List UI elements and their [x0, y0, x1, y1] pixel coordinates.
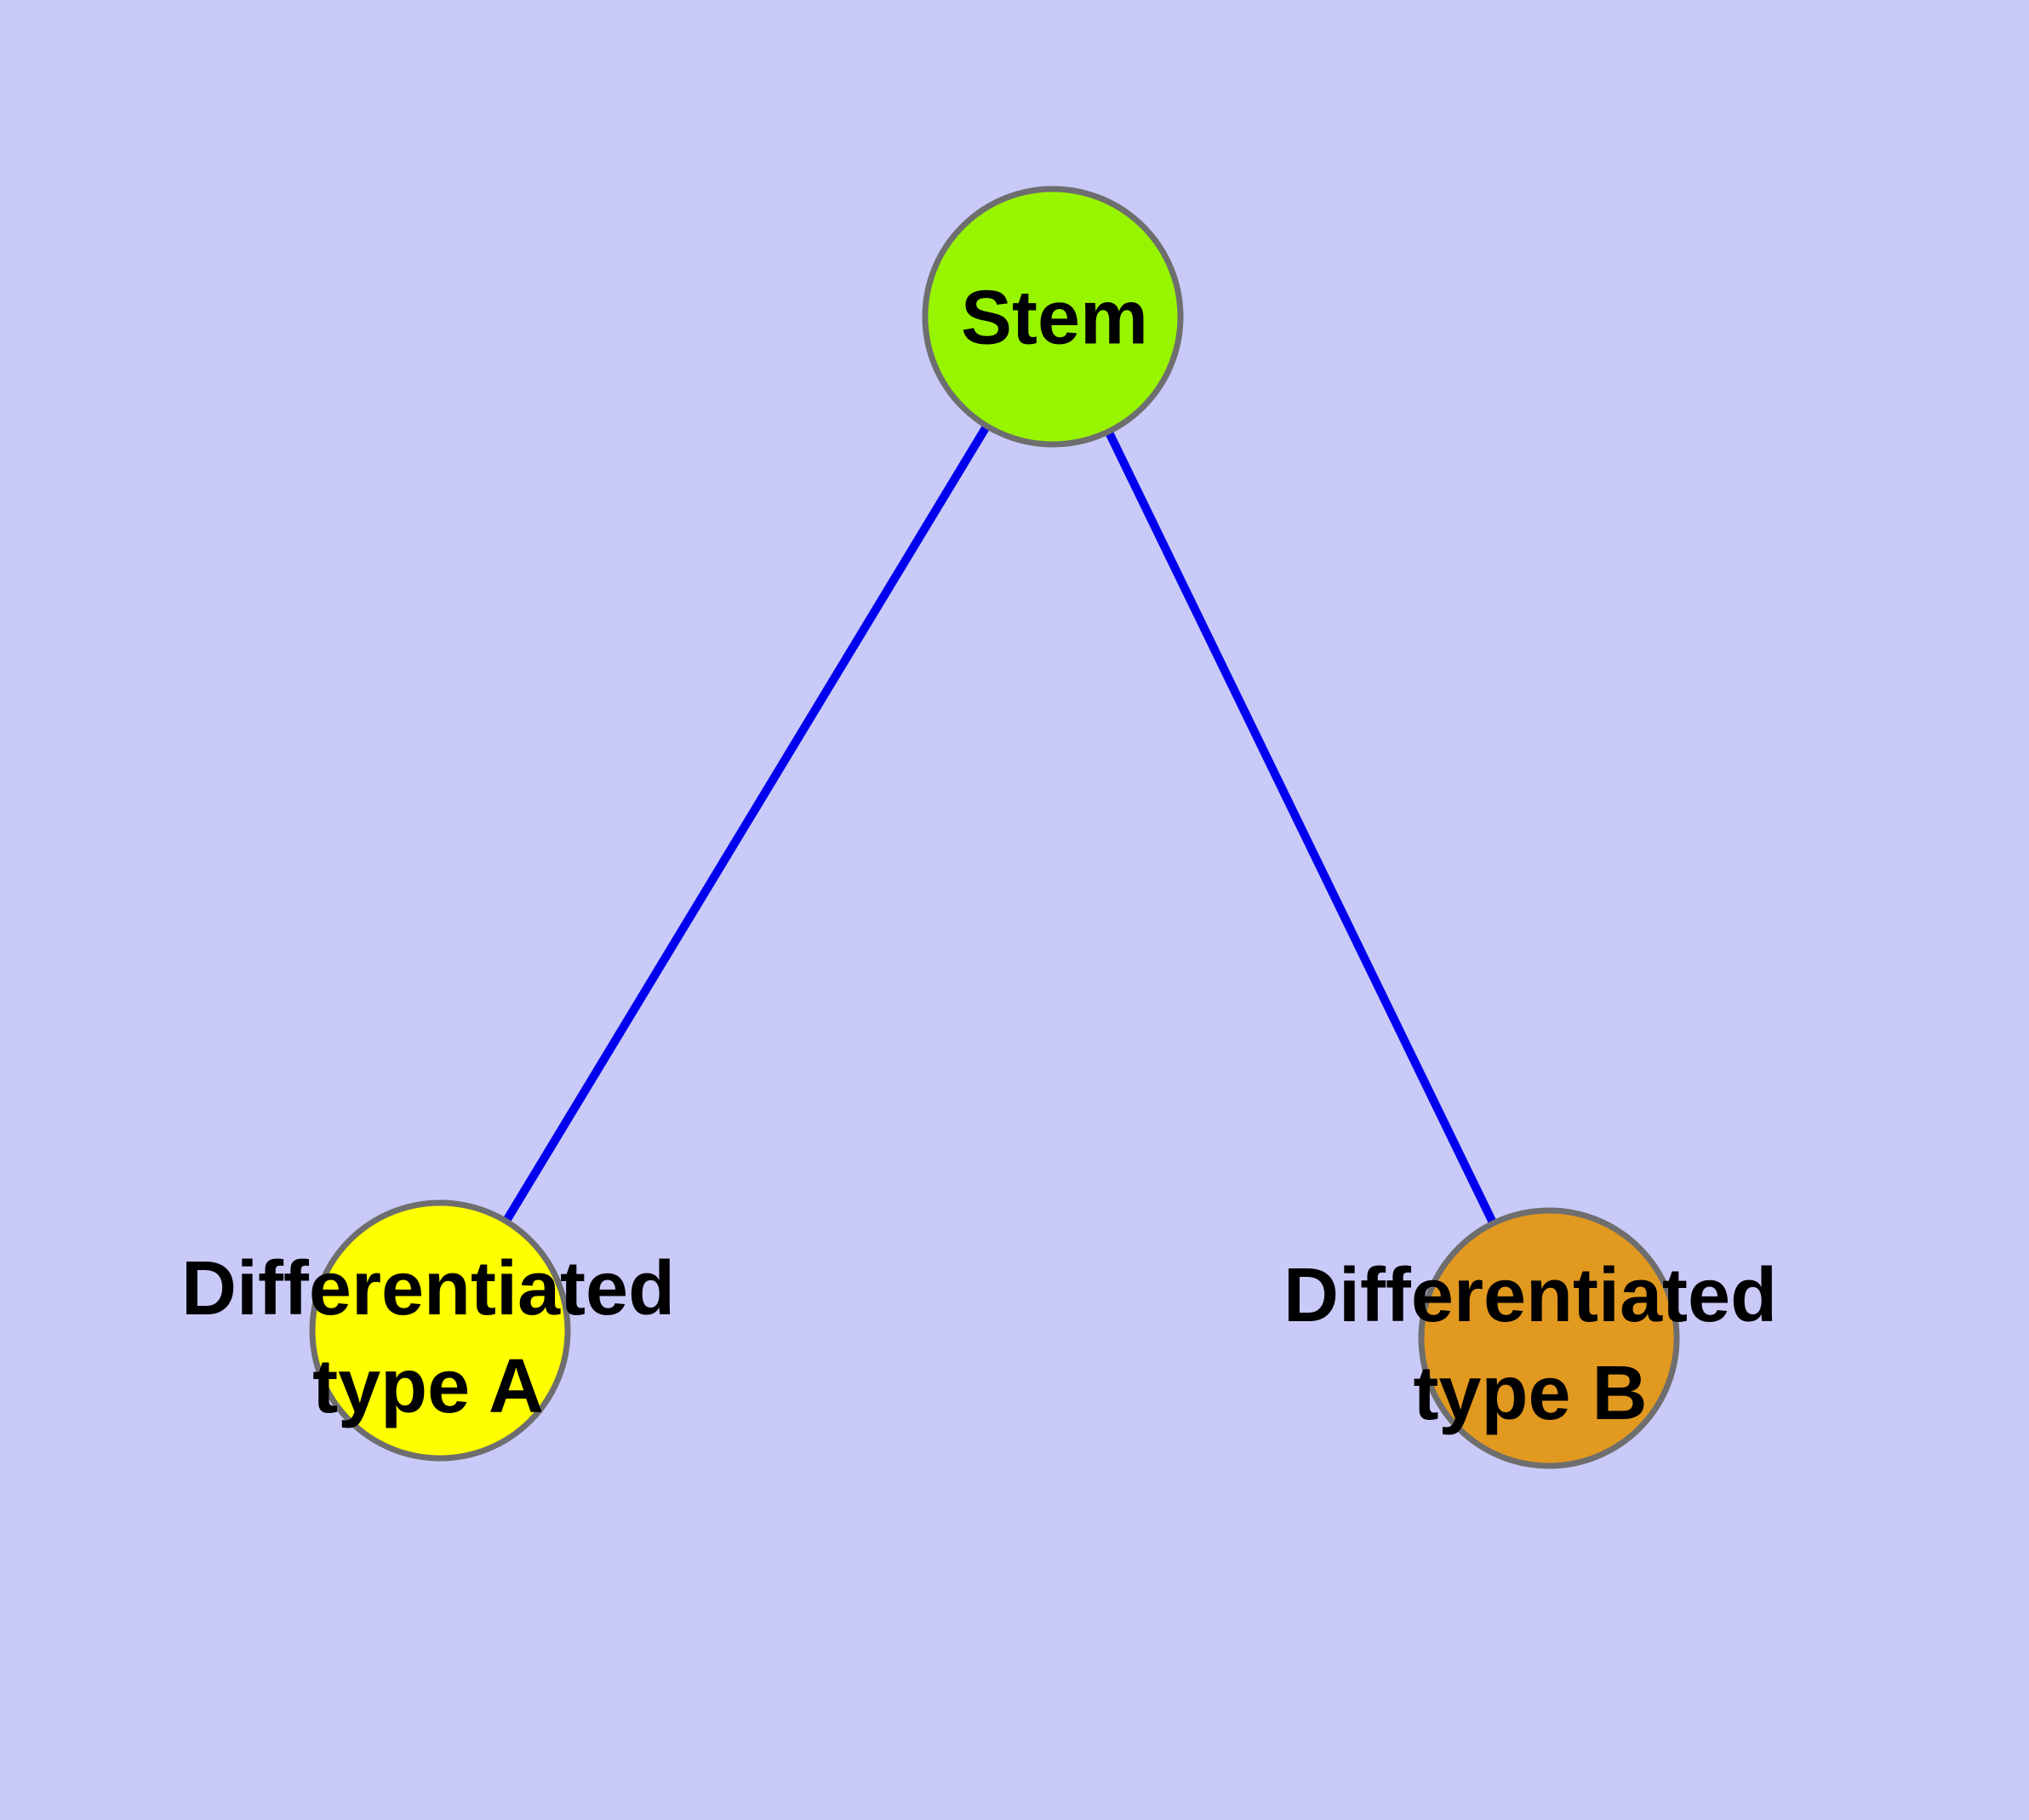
- node-type-b-label-line2: type B: [1413, 1351, 1648, 1436]
- edge-stem-to-type-b: [1049, 314, 1553, 1341]
- edge-stem-to-type-a: [436, 314, 1057, 1333]
- node-stem-label-text: Stem: [960, 275, 1149, 361]
- node-type-a-label-line1: Differentiated: [180, 1246, 676, 1331]
- node-type-a-circle: [309, 1199, 571, 1462]
- node-stem-label: Stem: [961, 270, 1148, 368]
- node-type-b-label-line1: Differentiated: [1283, 1253, 1778, 1338]
- node-type-a-label: Differentiated type A: [181, 1240, 675, 1436]
- node-type-b-label: Differentiated type B: [1283, 1247, 1777, 1443]
- node-type-a-label-line2: type A: [312, 1344, 544, 1429]
- node-stem-circle: [922, 186, 1184, 448]
- node-type-b-circle: [1418, 1207, 1680, 1469]
